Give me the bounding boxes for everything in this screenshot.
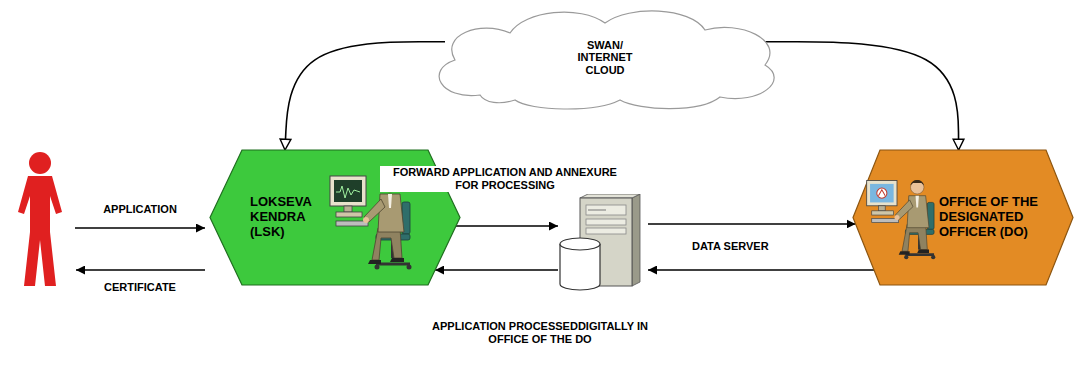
- node-title: DATA SERVER: [690, 240, 771, 253]
- node-title: OFFICE OF THE DESIGNATED OFFICER (DO): [939, 195, 1063, 240]
- node-title: LOKSEVA KENDRA (LSK): [250, 195, 328, 240]
- illustration: [867, 180, 936, 259]
- flow-connector: [648, 269, 874, 271]
- node-title: SWAN/ INTERNET CLOUD: [565, 39, 645, 77]
- illustration: [560, 194, 640, 290]
- edge-label: FORWARD APPLICATION AND ANNEXURE FOR PRO…: [380, 166, 630, 192]
- citizen-figure: [18, 152, 62, 286]
- arrow-label: CERTIFICATE: [85, 281, 195, 294]
- arrow-label: APPLICATION: [85, 203, 195, 216]
- cloud-outline: [439, 11, 774, 109]
- edge-label: APPLICATION PROCESSEDDIGITALLY IN OFFICE…: [415, 320, 665, 346]
- flow-connector: [648, 223, 856, 225]
- cloud-node: SWAN/ INTERNET CLOUD: [420, 5, 790, 110]
- flow-connector: [765, 42, 959, 150]
- application-arrow: [75, 227, 205, 229]
- designated-officer-hexagon: OFFICE OF THE DESIGNATED OFFICER (DO): [853, 150, 1073, 285]
- flow-connector: [456, 225, 558, 227]
- hexagon-outline: [853, 150, 1073, 285]
- certificate-arrow: [76, 269, 205, 271]
- data-server-shape: [558, 194, 648, 294]
- flow-connector: [435, 269, 558, 271]
- flow-connector: [285, 42, 445, 150]
- data-server: DATA SERVER: [558, 194, 648, 294]
